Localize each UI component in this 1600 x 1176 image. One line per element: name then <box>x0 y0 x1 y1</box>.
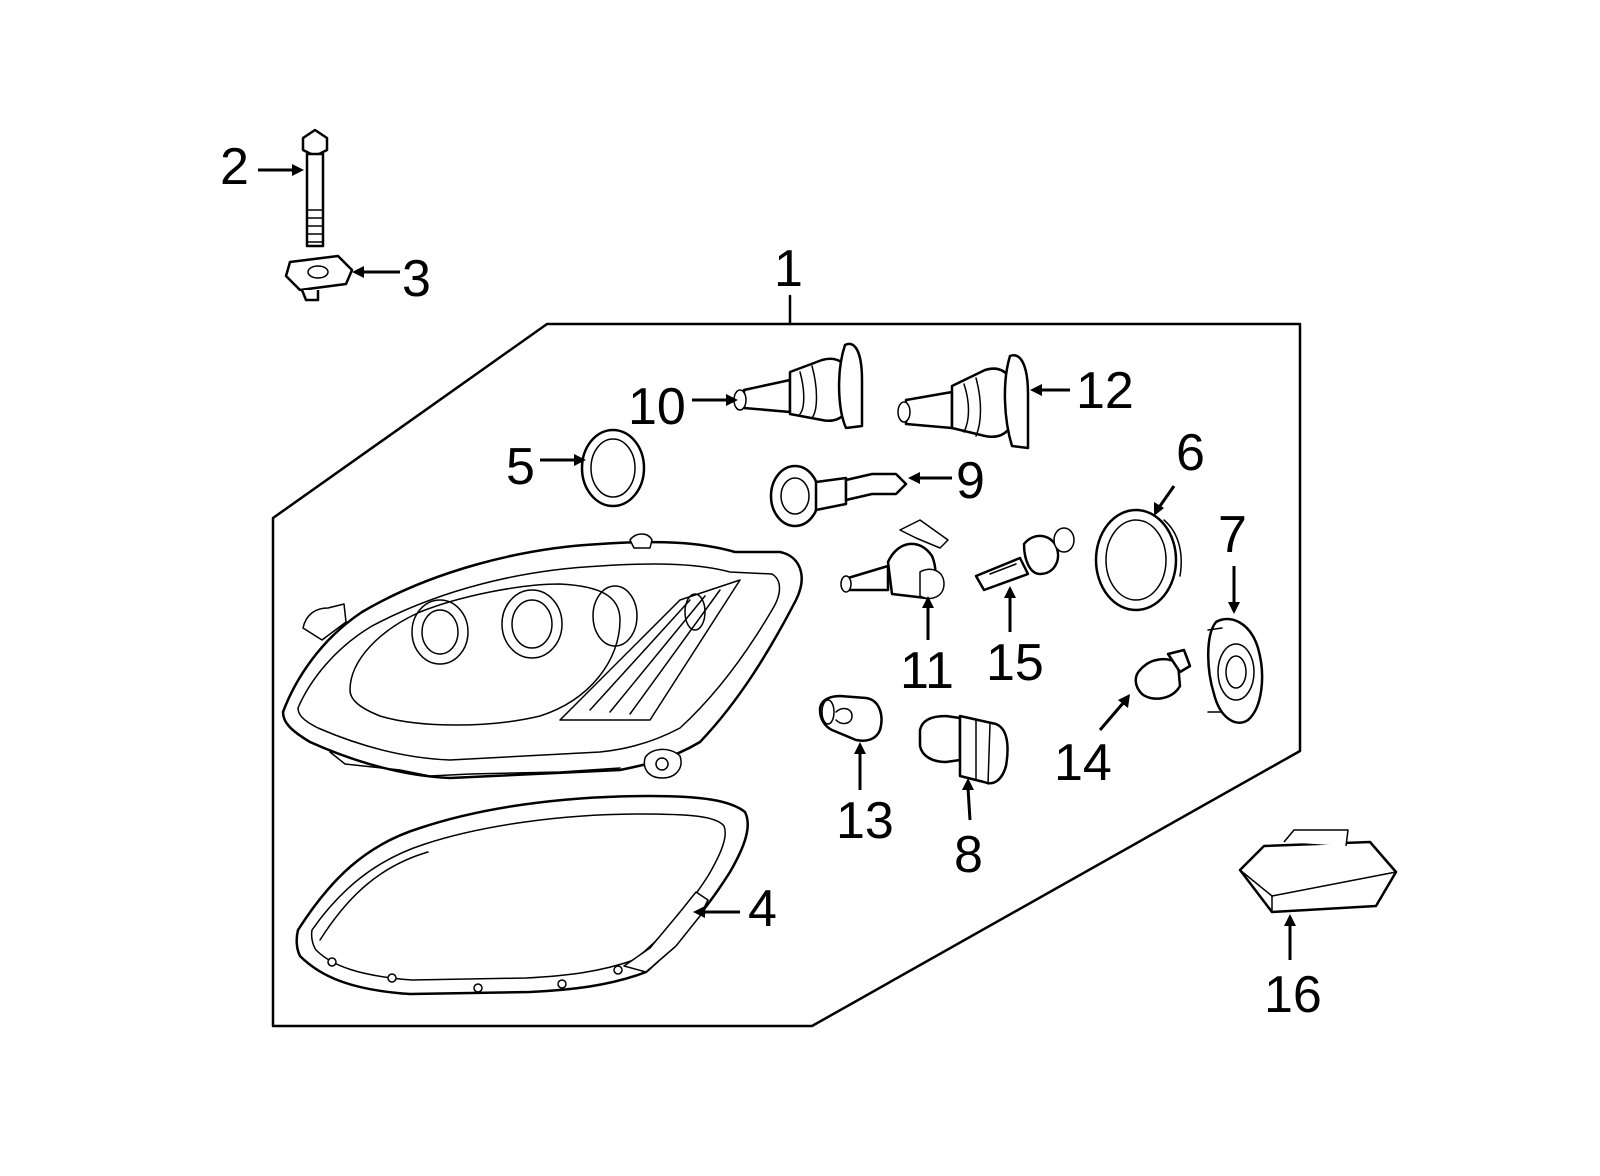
part-headlamp-assembly <box>281 533 803 780</box>
leader-arrows <box>258 164 1296 960</box>
callout-3: 3 <box>402 250 431 308</box>
part-control-module <box>1238 829 1398 914</box>
part-clip-nut <box>284 254 354 302</box>
callout-11: 11 <box>900 642 954 700</box>
callout-14: 14 <box>1054 734 1112 792</box>
part-bulb-10 <box>733 342 864 430</box>
callout-1: 1 <box>774 240 803 298</box>
part-headlamp-lens <box>295 794 749 996</box>
callout-8: 8 <box>954 826 983 884</box>
part-small-bulb <box>818 694 883 742</box>
callout-15: 15 <box>986 634 1044 692</box>
callout-16: 16 <box>1264 966 1322 1024</box>
callout-5: 5 <box>506 438 535 496</box>
part-bulb-9 <box>769 464 908 528</box>
part-retaining-ring <box>1094 508 1182 612</box>
part-bolt <box>301 128 329 248</box>
part-bulb-socket <box>918 714 1009 785</box>
part-wedge-bulb <box>1134 648 1192 700</box>
callout-12: 12 <box>1076 362 1134 420</box>
callout-13: 13 <box>836 792 894 850</box>
part-bulb-12 <box>897 354 1030 450</box>
callout-6: 6 <box>1176 424 1205 482</box>
part-socket-cap <box>1206 617 1264 724</box>
callout-2: 2 <box>220 138 249 196</box>
assembly-outline <box>271 322 1302 1028</box>
callout-4: 4 <box>748 880 777 938</box>
callout-9: 9 <box>956 452 985 510</box>
callout-10: 10 <box>628 378 686 436</box>
callout-7: 7 <box>1218 506 1247 564</box>
part-seal-ring <box>580 428 646 508</box>
part-bulb-11 <box>840 519 949 600</box>
part-bulb-15 <box>974 527 1075 592</box>
